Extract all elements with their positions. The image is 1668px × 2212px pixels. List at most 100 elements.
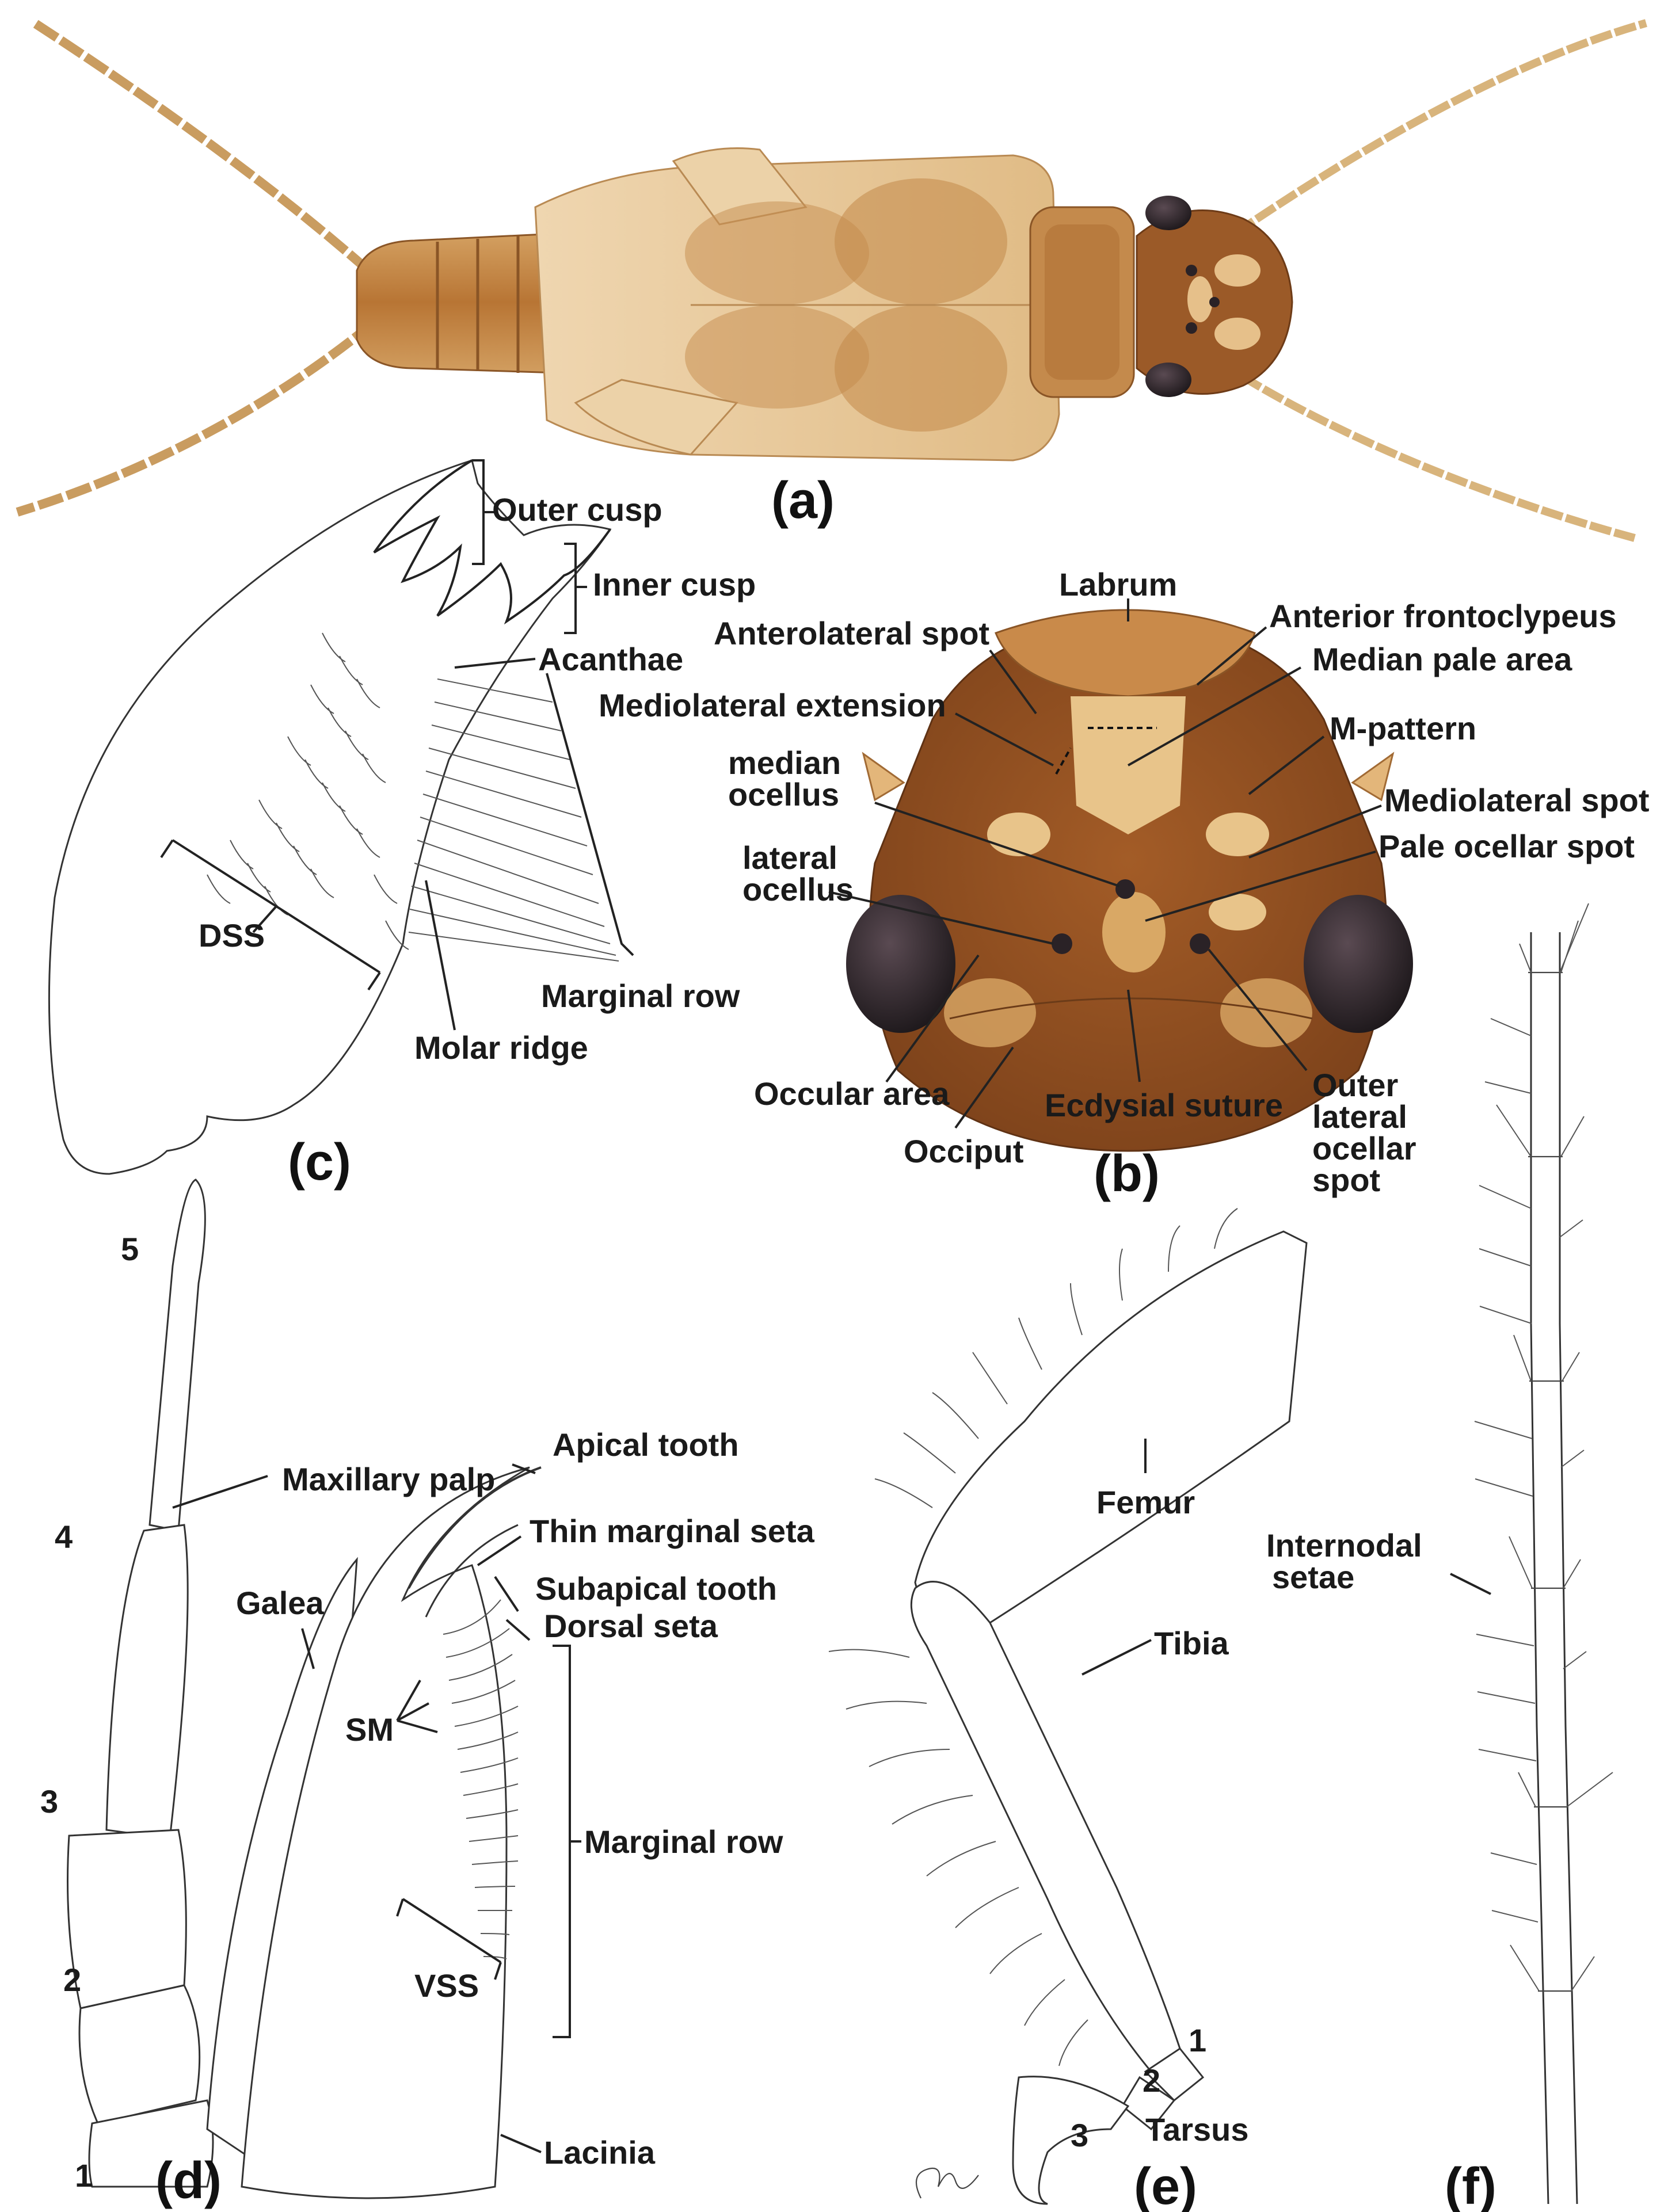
panel-a-habitus: (a) xyxy=(16,19,1647,542)
tarsus-seg-3-claw xyxy=(1012,2076,1130,2205)
mandible-outline xyxy=(48,459,612,1175)
panel-label-e: (e) xyxy=(1134,2158,1197,2212)
label-lateral-ocellus-2: ocellus xyxy=(742,871,854,907)
label-anterolateral-spot: Anterolateral spot xyxy=(714,615,989,651)
label-median-pale-area: Median pale area xyxy=(1312,641,1572,677)
label-acanthae: Acanthae xyxy=(538,641,683,677)
lateral-ocellus-left xyxy=(1052,933,1072,954)
palp-number-2: 2 xyxy=(63,1962,81,1998)
label-marginal-row-d: Marginal row xyxy=(584,1824,783,1860)
lacinia-shape xyxy=(241,1466,530,2199)
antenna-base-right xyxy=(1351,752,1395,802)
label-apical-tooth: Apical tooth xyxy=(553,1427,739,1463)
label-occiput: Occiput xyxy=(904,1133,1023,1169)
label-occular-area: Occular area xyxy=(754,1076,950,1112)
leg-setae-fringe xyxy=(828,1208,1238,2066)
compound-eye-upper xyxy=(1145,196,1191,230)
label-median-ocellus-2: ocellus xyxy=(728,776,839,813)
label-molar-ridge: Molar ridge xyxy=(414,1029,588,1066)
palp-segment-4 xyxy=(105,1524,189,1840)
label-lateral-ocellus-1: lateral xyxy=(742,840,837,876)
cercus-internodal-setae xyxy=(1474,1018,1587,1923)
panel-label-b: (b) xyxy=(1094,1145,1160,1203)
tarsal-number-3: 3 xyxy=(1071,2117,1088,2153)
cusp-teeth xyxy=(373,459,611,625)
label-subapical-tooth: Subapical tooth xyxy=(535,1570,777,1607)
panel-e-leg: Femur Tibia 1 2 3 Tarsus (e) xyxy=(828,1208,1308,2212)
label-vss: VSS xyxy=(414,1967,479,2004)
palp-number-5: 5 xyxy=(121,1231,139,1267)
panel-label-f: (f) xyxy=(1445,2158,1496,2212)
marginal-row-comb xyxy=(408,678,619,962)
apical-tooth-curve xyxy=(408,1466,542,1589)
label-lacinia: Lacinia xyxy=(544,2134,656,2171)
marginal-row-bracket xyxy=(546,673,634,956)
lacinia-marginal-setae xyxy=(443,1599,519,1959)
antenna-left xyxy=(1212,19,1647,251)
compound-eye-lower xyxy=(1145,363,1191,397)
label-maxillary-palp: Maxillary palp xyxy=(282,1461,495,1497)
panel-label-d: (d) xyxy=(155,2152,222,2210)
wing-pads xyxy=(534,147,1060,462)
acanthae-leader xyxy=(454,658,536,669)
antenna-base-left xyxy=(862,752,905,802)
compound-eye-right xyxy=(1304,895,1413,1033)
femur-shape xyxy=(914,1230,1308,1633)
label-outer-cusp: Outer cusp xyxy=(492,491,662,528)
tarsal-number-1: 1 xyxy=(1189,2022,1206,2058)
label-femur: Femur xyxy=(1096,1484,1195,1520)
antenna-right xyxy=(1218,359,1636,542)
label-outer-lateral-1: Outer xyxy=(1312,1067,1398,1103)
molar-ridge-leader xyxy=(425,880,456,1031)
label-tarsus: Tarsus xyxy=(1145,2111,1248,2148)
tarsal-number-2: 2 xyxy=(1143,2062,1160,2099)
compound-eye-left xyxy=(846,895,955,1033)
palp-number-1: 1 xyxy=(75,2157,93,2194)
label-outer-lateral-4: spot xyxy=(1312,1162,1380,1198)
tarsus-seg-2 xyxy=(1121,2076,1176,2131)
median-ocellus xyxy=(1115,879,1135,899)
artist-signature xyxy=(915,2168,979,2199)
lateral-ocellus-right xyxy=(1190,933,1210,954)
marginal-row-bracket-d xyxy=(553,1645,571,2038)
label-tibia: Tibia xyxy=(1154,1625,1229,1661)
label-labrum: Labrum xyxy=(1059,566,1177,602)
palp-number-3: 3 xyxy=(40,1783,58,1820)
label-ecdysial-suture: Ecdysial suture xyxy=(1045,1087,1283,1123)
tibia-shape xyxy=(910,1581,1181,2073)
label-dss: DSS xyxy=(199,917,265,954)
subapical-tooth-curve xyxy=(425,1524,519,1618)
palp-segment-3 xyxy=(67,1829,187,2009)
label-marginal-row-c: Marginal row xyxy=(541,978,740,1014)
label-anterior-frontoclypeus: Anterior frontoclypeus xyxy=(1269,598,1617,634)
label-internodal-1: Internodal xyxy=(1266,1527,1422,1563)
panel-b-head: Labrum Anterolateral spot Anterior front… xyxy=(599,566,1650,1203)
palp-segment-5 xyxy=(148,1179,206,1532)
cercus-whorl-setae xyxy=(1496,903,1613,1992)
label-dorsal-seta: Dorsal seta xyxy=(544,1608,718,1644)
panel-c-mandible: Outer cusp Inner cusp Acanthae DSS Margi… xyxy=(48,459,756,1191)
label-mediolateral-spot: Mediolateral spot xyxy=(1384,782,1650,818)
label-outer-lateral-2: lateral xyxy=(1312,1099,1407,1135)
label-internodal-2: setae xyxy=(1272,1559,1354,1595)
label-m-pattern: M-pattern xyxy=(1330,710,1476,746)
inner-cusp-bracket xyxy=(564,543,577,634)
panel-d-maxilla: 5 4 3 2 1 Maxillary palp Apical tooth Th… xyxy=(40,1179,815,2210)
cercus-right-edge xyxy=(1559,932,1578,2205)
panel-f-cercus: Internodal setae (f) xyxy=(1266,903,1613,2212)
tarsus-seg-1 xyxy=(1144,2047,1205,2102)
vss-bracket xyxy=(402,1898,502,1963)
palp-segment-2 xyxy=(78,1984,201,2125)
dss-setae xyxy=(207,632,409,950)
label-outer-lateral-3: ocellar xyxy=(1312,1130,1416,1166)
label-median-ocellus-1: median xyxy=(728,745,841,781)
pronotum xyxy=(1029,206,1135,398)
label-galea: Galea xyxy=(236,1585,324,1621)
label-inner-cusp: Inner cusp xyxy=(593,566,756,602)
label-mediolateral-extension: Mediolateral extension xyxy=(599,687,946,723)
labrum-shape xyxy=(995,609,1256,697)
label-thin-marginal-seta: Thin marginal seta xyxy=(530,1513,815,1549)
cercus-upper xyxy=(32,19,372,274)
